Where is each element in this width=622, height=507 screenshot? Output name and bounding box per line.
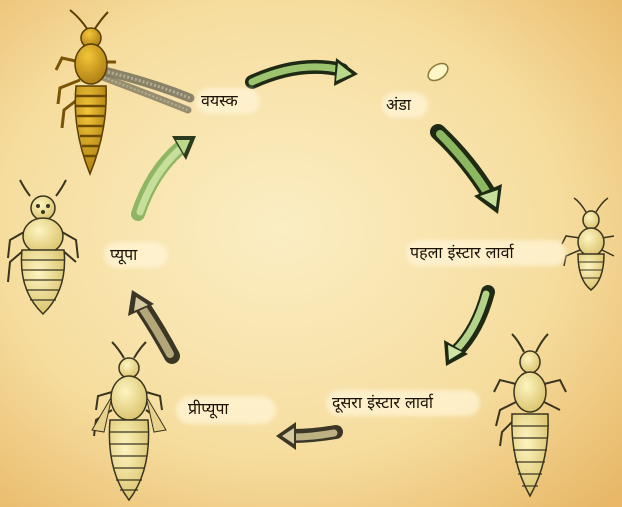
label-first-instar: पहला इंस्टार लार्वा <box>410 243 514 263</box>
label-pupa: प्यूपा <box>110 245 137 265</box>
label-egg: अंडा <box>386 95 411 115</box>
label-prepupa: प्रीप्यूपा <box>188 399 229 419</box>
label-adult: वयस्क <box>201 91 238 111</box>
label-second-instar: दूसरा इंस्टार लार्वा <box>332 393 433 413</box>
